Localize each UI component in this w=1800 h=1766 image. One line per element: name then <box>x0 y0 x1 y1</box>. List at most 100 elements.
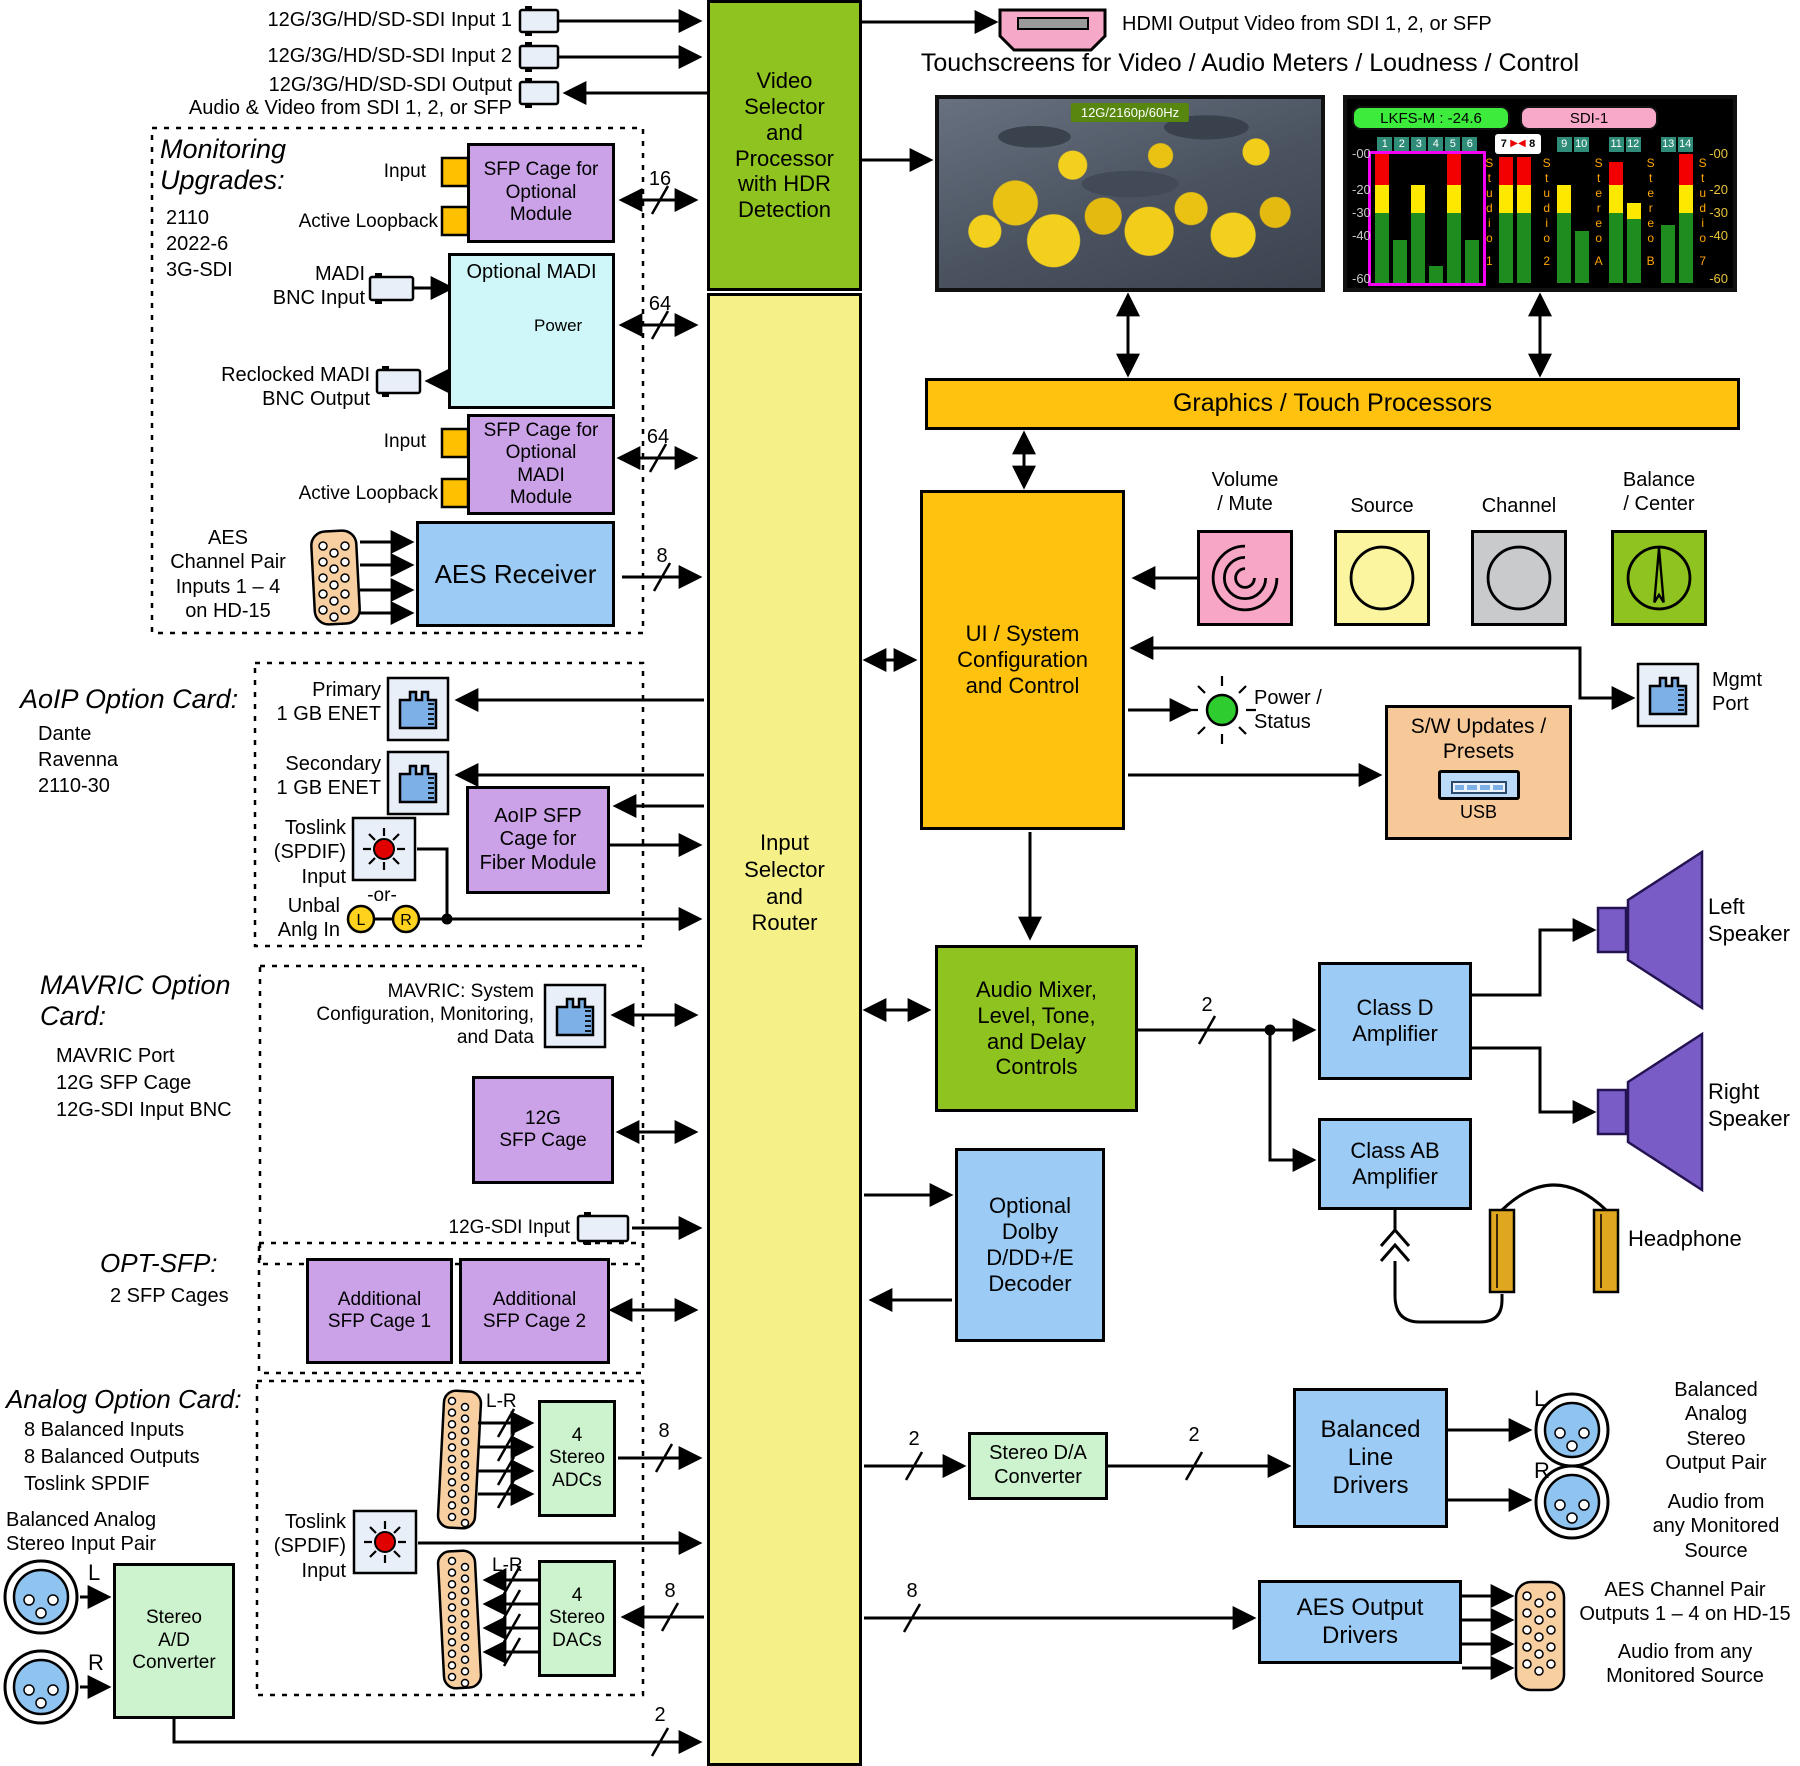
hd15-connector <box>1514 1580 1566 1692</box>
sdi-output-label: 12G/3G/HD/SD-SDI Output <box>268 74 512 96</box>
madi-power-label: Power <box>534 316 583 335</box>
level-bar <box>1678 154 1693 283</box>
madi-bnc-input-label: MADI BNC Input <box>272 263 365 310</box>
level-bar <box>1465 154 1480 283</box>
bus-width-label: 64 <box>646 426 670 448</box>
madi-sfp-input-label: Input <box>383 431 426 452</box>
analog-item: 8 Balanced Outputs <box>24 1446 200 1468</box>
level-bar <box>1574 154 1589 283</box>
level-bar <box>1517 154 1532 283</box>
meter-scale: -00-20-30-40-60 <box>1352 146 1371 287</box>
channel-chip: 8 <box>1526 136 1538 152</box>
bus-width-label: 2 <box>654 1704 666 1726</box>
volume-knob <box>1197 530 1293 626</box>
input-selector-block <box>707 293 862 1766</box>
channel-chip: 14 <box>1677 136 1693 152</box>
class-ab-amplifier: Class AB Amplifier <box>1318 1118 1472 1210</box>
balanced-line-drivers: Balanced Line Drivers <box>1293 1388 1448 1528</box>
level-bar <box>1393 154 1408 283</box>
bus-width-label: 8 <box>664 1580 676 1602</box>
unbal-analog-jacks <box>346 904 421 934</box>
right-speaker-icon <box>1596 1031 1704 1193</box>
bus-width-label: 8 <box>658 1420 670 1442</box>
sfp-input-label: Input <box>383 161 426 182</box>
hdmi-icon <box>998 8 1107 52</box>
bnc-icon <box>368 273 422 397</box>
left-speaker-icon <box>1596 849 1704 1011</box>
graphics-touch-processors: Graphics / Touch Processors <box>925 378 1740 430</box>
monitored-source-label: Audio from any Monitored Source <box>1652 1491 1780 1562</box>
usb-icon <box>1437 770 1520 801</box>
analog-item: Toslink SPDIF <box>24 1473 150 1495</box>
channel-chip: 11 <box>1608 136 1624 152</box>
aes-receiver-block: AES Receiver <box>416 521 615 627</box>
knob-circle-icon <box>1349 545 1415 611</box>
video-touchscreen: 12G/2160p/60Hz <box>935 95 1325 292</box>
bus-width-label: 2 <box>908 1428 920 1450</box>
stereo-dacs: 4 Stereo DACs <box>538 1560 616 1677</box>
left-speaker-label: Left Speaker <box>1708 894 1790 946</box>
mgmt-port-label: Mgmt Port <box>1712 669 1762 716</box>
sdi-input2-label: 12G/3G/HD/SD-SDI Input 2 <box>267 45 512 67</box>
mavric-item: 12G SFP Cage <box>56 1072 192 1094</box>
xlr-output-connector <box>1534 1464 1610 1540</box>
svg-text:L: L <box>1534 1386 1546 1411</box>
primary-enet-label: Primary 1 GB ENET <box>276 679 381 726</box>
xlr-input-connector <box>3 1559 79 1635</box>
svg-text:L: L <box>357 912 366 929</box>
usb-label: USB <box>1459 802 1497 823</box>
dolby-decoder-block: Optional Dolby D/DD+/E Decoder <box>955 1148 1105 1342</box>
channel-chip: 13 <box>1660 136 1676 152</box>
stereo-adcs: 4 Stereo ADCs <box>538 1400 616 1517</box>
channel-chip: 1 <box>1377 136 1393 152</box>
additional-sfp-cage-2: Additional SFP Cage 2 <box>459 1258 610 1364</box>
db25-connector <box>436 1389 483 1530</box>
db25-connector <box>436 1549 483 1690</box>
aoip-sfp-cage: AoIP SFP Cage for Fiber Module <box>466 786 610 894</box>
bus-width-label: 8 <box>656 545 668 567</box>
volume-knob-label: Volume / Mute <box>1211 469 1279 516</box>
aoip-title: AoIP Option Card: <box>20 684 239 714</box>
monitoring-item: 2110 <box>166 207 210 229</box>
svg-text:R: R <box>400 912 412 929</box>
source-badge: SDI-1 <box>1520 106 1658 130</box>
additional-sfp-cage-1: Additional SFP Cage 1 <box>306 1258 453 1364</box>
madi-bnc-output-label: Reclocked MADI BNC Output <box>221 364 370 411</box>
secondary-enet-label: Secondary 1 GB ENET <box>276 753 381 800</box>
class-d-amplifier: Class D Amplifier <box>1318 962 1472 1080</box>
balanced-output-pair-label: Balanced Analog Stereo Output Pair <box>1665 1379 1767 1475</box>
channel-chip: 2 <box>1394 136 1410 152</box>
input-selector-label: Input Selector and Router <box>744 830 825 936</box>
aes-monitored-source-label: Audio from any Monitored Source <box>1606 1641 1764 1688</box>
madi-sfp-loopback-label: Active Loopback <box>298 483 438 504</box>
aoip-item: 2110-30 <box>38 775 110 797</box>
sdi-output-sub-label: Audio & Video from SDI 1, 2, or SFP <box>188 97 512 119</box>
loudness-badge: LKFS-M : -24.6 <box>1352 106 1510 130</box>
svg-text:L: L <box>88 1560 100 1585</box>
power-status-led <box>1188 676 1256 744</box>
monitoring-title: Monitoring Upgrades: <box>160 134 287 196</box>
unbal-analog-label: Unbal Anlg In <box>277 895 340 942</box>
headphone-icon <box>1488 1208 1620 1294</box>
xlr-input-connector <box>3 1649 79 1725</box>
aes-output-pair-label: AES Channel Pair Outputs 1 – 4 on HD-15 <box>1579 1579 1791 1626</box>
channel-chip: 3 <box>1411 136 1427 152</box>
level-bar <box>1375 154 1390 283</box>
optsfp-title: OPT-SFP: <box>100 1248 218 1278</box>
level-bar <box>1660 154 1675 283</box>
analog-item: 8 Balanced Inputs <box>24 1419 185 1441</box>
toslink-input-label: Toslink (SPDIF) Input <box>273 817 346 888</box>
sw-updates-label: S/W Updates / Presets <box>1410 715 1547 764</box>
meter-group: 7▶◀8 <box>1495 134 1541 283</box>
video-selector-block: Video Selector and Processor with HDR De… <box>707 0 862 291</box>
optional-madi-block: Optional MADI <box>448 253 615 409</box>
level-bar <box>1608 154 1623 283</box>
stereo-da-converter: Stereo D/A Converter <box>968 1432 1108 1500</box>
